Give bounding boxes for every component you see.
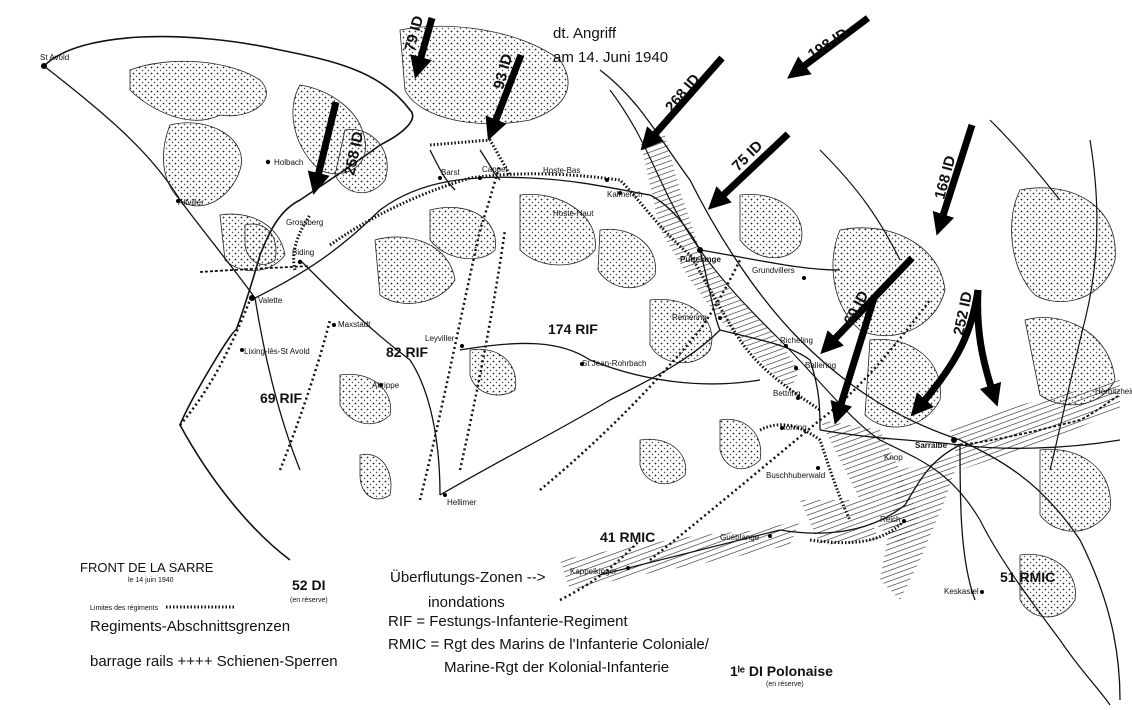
arrow-258-id <box>307 101 340 195</box>
legend-limits-label: Limites des régiments <box>90 605 159 612</box>
town-label: Barst <box>441 168 460 177</box>
forest-areas <box>129 25 1116 618</box>
map-date: le 14 juin 1940 <box>128 577 174 584</box>
unit-label: 51 RMIC <box>1000 569 1055 585</box>
town-label: Sarralbe <box>915 441 948 450</box>
arrow-198-id <box>787 15 871 79</box>
town-label: Reich <box>880 515 900 524</box>
map-title: FRONT DE LA SARRE <box>80 560 214 575</box>
town-label: Hoste-Bas <box>543 166 580 175</box>
town-label: Keskastel <box>944 587 979 596</box>
legend-flood-1: Überflutungs-Zonen --> <box>390 568 546 586</box>
division-label: 198 ID <box>805 25 851 63</box>
town-label: Richeling <box>780 336 813 345</box>
unit-label: 69 RIF <box>260 390 302 406</box>
town-label: Knop <box>884 453 903 462</box>
attack-arrows <box>307 15 1002 425</box>
town-labels: St Avold Holbach Altviller Barst Cappel … <box>40 53 1132 596</box>
town-label: Buschhuberwald <box>766 471 825 480</box>
legend-barrage: barrage rails ++++ Schienen-Sperren <box>90 653 338 670</box>
town-label: Holving <box>780 423 807 432</box>
town-label: Grundvillers <box>752 266 795 275</box>
town-label: Altrippe <box>372 381 400 390</box>
unit-label: 41 RMIC <box>600 529 655 545</box>
town-markers <box>41 63 984 594</box>
town-label: Leyviller <box>425 334 455 343</box>
town-label: Bettring <box>773 389 801 398</box>
attack-note-line1: dt. Angriff <box>553 25 617 42</box>
roads <box>43 65 1121 601</box>
arrow-252-id-east <box>974 289 1002 407</box>
town-label: Biding <box>292 248 314 257</box>
reserve-1-di-polonaise: 1ˡᵉ DI Polonaise <box>730 663 833 679</box>
town-label: Kappelkinger <box>570 567 617 576</box>
legend-rmic-2: Marine-Rgt der Kolonial-Infanterie <box>444 659 669 676</box>
legend-rif: RIF = Festungs-Infanterie-Regiment <box>388 613 629 630</box>
arrow-168-id <box>932 123 976 236</box>
arrow-75-id <box>707 131 791 210</box>
reserve-52-di: 52 DI <box>292 577 325 593</box>
town-label: Grossberg <box>286 218 323 227</box>
town-label: Guéblange <box>720 533 760 542</box>
reserve-1-di-polonaise-note: (en réserve) <box>766 681 804 688</box>
unit-label: 82 RIF <box>386 344 428 360</box>
town-label: Holbach <box>274 158 303 167</box>
division-label: 268 ID <box>662 71 704 116</box>
town-label: Puttelange <box>680 255 721 264</box>
town-label: Cappel <box>482 165 508 174</box>
town-label: St Avold <box>40 53 69 62</box>
town-label: Lixing-lès-St Avold <box>244 347 310 356</box>
town-label: Hoste-Haut <box>553 209 594 218</box>
legend-flood-2: inondations <box>428 594 505 611</box>
arrow-268-id <box>640 55 725 151</box>
unit-label: 174 RIF <box>548 321 598 337</box>
legend-rmic-1: RMIC = Rgt des Marins de l'Infanterie Co… <box>388 636 710 653</box>
legend-limits-translation: Regiments-Abschnittsgrenzen <box>90 618 290 635</box>
town-label: Hellimer <box>447 498 477 507</box>
town-label: Herbitzheim <box>1095 387 1132 396</box>
french-unit-labels: 82 RIF 174 RIF 69 RIF 41 RMIC 51 RMIC <box>260 321 1055 585</box>
town-label: Remering <box>672 313 707 322</box>
reserve-52-di-note: (en réserve) <box>290 597 328 604</box>
town-label: Valette <box>258 296 283 305</box>
arrow-79-id <box>410 17 436 79</box>
town-label: Ballering <box>805 361 836 370</box>
attack-note-line2: am 14. Juni 1940 <box>553 49 668 66</box>
town-label: Maxstadt <box>338 320 371 329</box>
arrow-93-id <box>485 53 525 141</box>
town-label: Kalmerich <box>607 190 643 199</box>
arrow-60-id-south <box>830 296 878 425</box>
rail-barrage-lines <box>199 265 1121 446</box>
town-label: Altviller <box>178 198 204 207</box>
town-label: St Jean-Rohrbach <box>582 359 646 368</box>
railways <box>179 164 931 602</box>
